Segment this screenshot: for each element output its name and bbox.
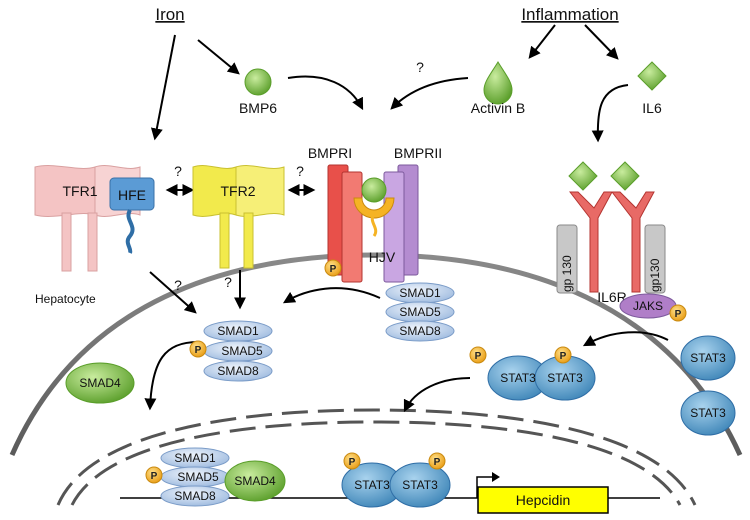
gp130-right-label: gp130 (648, 258, 662, 292)
smad5-nucleus-phospho-label: P (151, 471, 158, 482)
bmpri-label: BMPRI (308, 145, 352, 161)
hjv-coreceptor (353, 197, 395, 237)
bmp6-bound-ligand (361, 177, 387, 203)
smad4-cytosol-label: SMAD4 (79, 376, 121, 390)
stat3-dimer-nucleus-right-label: STAT3 (402, 478, 438, 492)
activin-b-ligand (483, 61, 513, 105)
bmp6-label: BMP6 (239, 100, 277, 116)
smad5-cytosol-label: SMAD5 (221, 344, 263, 358)
inflammation-title: Inflammation (521, 5, 618, 24)
smad8-nucleus-label: SMAD8 (174, 489, 216, 503)
arrow-inflammation-to-activin (528, 24, 556, 59)
smad4-cytosol (65, 362, 135, 404)
question-tfr1-tfr2: ? (174, 163, 182, 179)
stat3-nucleus-phospho-left (343, 452, 361, 470)
arrow-bmpr-smad-to-cytosol (282, 287, 381, 304)
stat3-dimer-nucleus-left-label: STAT3 (354, 478, 390, 492)
stat3-cytosol-phospho-right (554, 346, 572, 364)
gp130-left (556, 224, 578, 294)
smad-complex-nucleus (160, 447, 286, 507)
stat3-cytosol-phospho-left (469, 346, 487, 364)
nuclear-envelope-inner (70, 420, 682, 506)
arrow-tfr1-to-smad (149, 271, 197, 314)
arrow-activin-to-bmpr (390, 77, 469, 110)
gp130-left-label: gp 130 (560, 255, 574, 292)
hepcidin-gene (477, 486, 609, 514)
smad8-cytosol-label: SMAD8 (217, 364, 259, 378)
jaks-label: JAKS (633, 299, 663, 313)
smad-stack-bmpr (385, 282, 455, 342)
jaks-phospho (669, 304, 687, 322)
bmprii-label: BMPRII (394, 145, 442, 161)
activin-b-label: Activin B (471, 100, 525, 116)
il6r-label: IL6R (597, 289, 627, 305)
stat3-monomer-1-label: STAT3 (690, 351, 726, 365)
tfr1-label: TFR1 (63, 183, 98, 199)
bmpri-receptor (327, 164, 363, 283)
smad5-bmpr-label: SMAD5 (399, 305, 441, 319)
arrow-inflammation-to-il6 (584, 24, 619, 60)
il6-ligand (637, 61, 667, 91)
question-activin-bmpr: ? (416, 59, 424, 75)
gp130-right (644, 224, 666, 294)
stat3-dimer-cytosol-left-label: STAT3 (500, 371, 536, 385)
stat3-dimer-cytosol-right-label: STAT3 (547, 371, 583, 385)
smad4-nucleus-label: SMAD4 (234, 474, 276, 488)
bmpri-phospho-label: P (330, 264, 337, 275)
smad1-bmpr-label: SMAD1 (399, 286, 441, 300)
stat3-cytosol-phospho-left-label: P (475, 351, 482, 362)
plasma-membrane (9, 252, 743, 457)
jaks-phospho-label: P (675, 309, 682, 320)
arrow-iron-to-tfr1 (150, 34, 176, 141)
arrow-bmp6-to-bmpr (287, 75, 364, 111)
transcription-start-arrowhead (492, 472, 500, 482)
smad5-nucleus-phospho (145, 466, 163, 484)
stat3-nucleus-phospho-right (428, 452, 446, 470)
hfe-protein (109, 177, 155, 254)
smad5-cytosol-phospho (189, 340, 207, 358)
tfr2-receptor (192, 165, 285, 269)
bmpri-phospho (324, 259, 342, 277)
question-tfr1-smad: ? (174, 277, 182, 293)
smad1-cytosol-label: SMAD1 (217, 324, 259, 338)
hjv-label: HJV (369, 249, 396, 265)
smad1-nucleus-label: SMAD1 (174, 451, 216, 465)
il6-bound-right (610, 161, 640, 191)
stat3-nucleus-phospho-right-label: P (434, 457, 441, 468)
question-tfr2-bmpr: ? (296, 163, 304, 179)
nuclear-envelope-outer (56, 408, 697, 506)
bmp6-ligand (244, 68, 272, 96)
stat3-dimer-nucleus-right (389, 462, 451, 508)
stat3-cytosol-phospho-right-label: P (560, 351, 567, 362)
il6r-receptor (568, 191, 655, 293)
smad-stack-cytosol (203, 320, 273, 382)
arrow-stat3-dimer-to-nucleus (403, 377, 471, 413)
arrow-stat3-to-dimer (582, 331, 669, 347)
stat3-nucleus-phospho-left-label: P (349, 457, 356, 468)
stat3-monomer-1 (680, 335, 736, 381)
arrow-smad-to-nucleus (144, 341, 199, 411)
hepcidin-label: Hepcidin (516, 492, 570, 508)
smad5-cytosol-phospho-label: P (195, 345, 202, 356)
smad8-bmpr-label: SMAD8 (399, 324, 441, 338)
il6-label: IL6 (642, 100, 662, 116)
hfe-label: HFE (118, 187, 146, 203)
arrow-iron-to-bmp6 (197, 39, 240, 75)
smad5-nucleus-label: SMAD5 (177, 470, 219, 484)
arrow-il6-to-il6r (591, 84, 629, 143)
stat3-monomer-2 (680, 390, 736, 436)
il6-bound-left (568, 161, 598, 191)
transcription-start-arrow (476, 476, 492, 498)
question-tfr2-smad: ? (224, 274, 232, 290)
stat3-monomer-2-label: STAT3 (690, 406, 726, 420)
hepatocyte-label: Hepatocyte (35, 292, 96, 306)
iron-title: Iron (155, 5, 184, 24)
tfr2-label: TFR2 (221, 183, 256, 199)
